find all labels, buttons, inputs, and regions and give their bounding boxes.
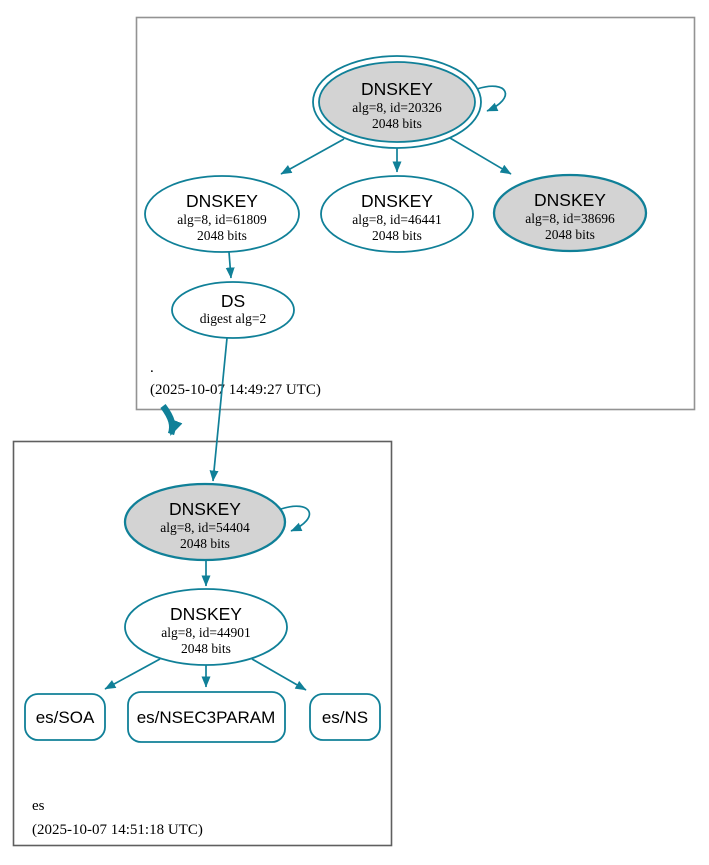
node-dnskey-46441[interactable]: DNSKEY alg=8, id=46441 2048 bits [320,175,474,253]
delegation-arrow-root-to-es [160,404,183,436]
node-title: DNSKEY [169,499,241,519]
zone-timestamp-es: (2025-10-07 14:51:18 UTC) [32,822,203,838]
zone-timestamp-root: (2025-10-07 14:49:27 UTC) [150,382,321,398]
rrset-rect [127,691,286,743]
rrset-rect [24,693,106,741]
node-dnskey-54404-ksk[interactable]: DNSKEY alg=8, id=54404 2048 bits [123,482,287,562]
node-dnskey-61809[interactable]: DNSKEY alg=8, id=61809 2048 bits [144,175,300,253]
zone-name-root: . [150,360,154,376]
node-dnskey-38696[interactable]: DNSKEY alg=8, id=38696 2048 bits [492,173,648,253]
node-detail: alg=8, id=44901 [161,625,250,640]
node-title: DS [221,291,245,311]
node-rrset-es-nsec3param[interactable]: es/NSEC3PARAM [127,691,286,743]
node-size: 2048 bits [181,641,231,656]
node-size: 2048 bits [180,536,230,551]
node-size: 2048 bits [372,116,422,131]
edge-dnskey-20326-to-38696 [449,137,512,175]
node-dnskey-20326-ksk[interactable]: DNSKEY alg=8, id=20326 2048 bits [312,55,482,149]
node-detail: alg=8, id=38696 [525,211,615,226]
edge-selfsign-dnskey-54404 [280,505,311,532]
node-ellipse [320,175,474,253]
rrset-label: es/NSEC3PARAM [137,708,276,727]
zone-box-es [12,440,393,847]
node-detail: alg=8, id=61809 [177,212,267,227]
rrset-rect [309,693,381,741]
node-ds-root[interactable]: DS digest alg=2 [171,281,295,339]
node-title: DNSKEY [186,191,258,211]
edge-dnskey-20326-to-61809 [280,138,345,175]
zone-name-es: es [32,798,45,814]
node-detail: alg=8, id=46441 [352,212,441,227]
edge-dnskey-44901-to-soa [104,658,161,690]
node-rrset-es-ns[interactable]: es/NS [309,693,381,741]
node-size: 2048 bits [372,228,422,243]
edge-dnskey-61809-to-ds [225,251,235,279]
rrset-label: es/NS [322,708,368,727]
node-inner-ring [318,61,476,143]
node-ellipse [123,482,287,562]
node-title: DNSKEY [170,604,242,624]
edge-dnskey-44901-to-ns [251,658,307,691]
node-size: 2048 bits [197,228,247,243]
node-title: DNSKEY [534,190,606,210]
edge-ds-to-dnskey-54404 [209,337,228,482]
node-detail: alg=8, id=20326 [352,100,442,115]
node-ellipse [171,281,295,339]
node-title: DNSKEY [361,191,433,211]
rrset-label: es/SOA [36,708,95,727]
node-detail: digest alg=2 [200,311,266,326]
edge-selfsign-dnskey-20326 [476,85,507,112]
node-ellipse [492,173,648,253]
node-ellipse [144,175,300,253]
zone-box-root [135,16,696,411]
node-size: 2048 bits [545,227,595,242]
node-ellipse [124,588,288,666]
node-title: DNSKEY [361,79,433,99]
node-detail: alg=8, id=54404 [160,520,250,535]
node-dnskey-44901[interactable]: DNSKEY alg=8, id=44901 2048 bits [124,588,288,666]
node-rrset-es-soa[interactable]: es/SOA [24,693,106,741]
